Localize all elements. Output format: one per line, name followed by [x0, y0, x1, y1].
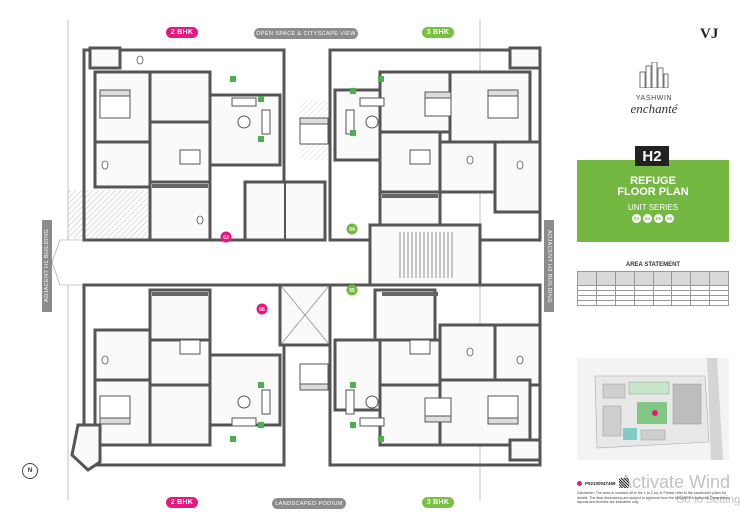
table-header — [595, 271, 616, 286]
unit-top-left-walls — [82, 46, 286, 242]
right-adjacent-label: ADJACENT H3 BUILDING — [544, 220, 554, 312]
unit-bottom-right-walls — [328, 283, 542, 467]
disclaimer-text: Disclaimer: The area is rounded off to t… — [577, 491, 730, 504]
kitchen-counters — [152, 184, 438, 296]
rera-row: P52100047469 — [577, 478, 629, 488]
qr-code-icon — [618, 478, 629, 488]
unit-marker-06 — [256, 303, 268, 315]
table-header — [709, 271, 729, 286]
location-pin-icon — [577, 480, 582, 486]
unit-marker-04 — [346, 223, 358, 235]
unit-chip: 04 — [643, 214, 652, 223]
unit-top-right-walls — [328, 46, 542, 242]
svg-text:03: 03 — [223, 235, 229, 241]
planters — [230, 76, 384, 442]
left-adjacent-label: ADJACENT H1 BUILDING — [42, 220, 52, 312]
building-badge: H2 — [635, 146, 669, 166]
area-statement-table — [577, 271, 729, 306]
top-view-label: OPEN SPACE & CITYSCAPE VIEW — [254, 28, 358, 39]
unit-chip: 06 — [665, 214, 674, 223]
os-activation-watermark: Activate Wind — [620, 472, 731, 492]
project-logo: YASHWIN enchanté — [622, 61, 686, 117]
bottom-view-label: LANDSCAPED PODIUM — [272, 498, 346, 509]
svg-text:05: 05 — [349, 288, 355, 294]
unit-chip: 03 — [632, 214, 641, 223]
core — [243, 180, 482, 347]
staircase — [399, 232, 453, 278]
table-header — [690, 271, 711, 286]
svg-text:04: 04 — [349, 227, 355, 233]
project-name-line1: YASHWIN — [635, 95, 673, 102]
table-header — [633, 271, 654, 286]
toilets — [101, 55, 524, 365]
svg-text:06: 06 — [259, 307, 265, 313]
unit-series-label: UNIT SERIES — [627, 203, 679, 212]
floor-plan: 03 04 05 06 2 BHK OPEN SPACE & CITYSCAPE… — [22, 20, 554, 509]
floor-plan-info-box: REFUGE FLOOR PLAN UNIT SERIES 03 04 05 0… — [577, 160, 729, 242]
table-header — [577, 271, 597, 286]
unit-marker-05 — [346, 284, 358, 296]
rera-number: P52100047469 — [585, 480, 616, 486]
north-compass-icon: N — [22, 463, 38, 479]
os-activation-watermark-sub: Go to Settings to a — [676, 494, 740, 506]
key-site-plan — [577, 358, 729, 460]
unit-bottom-left-walls — [70, 283, 286, 472]
developer-logo: VJ — [700, 26, 719, 42]
skyline-icon — [639, 61, 669, 89]
table-header — [614, 271, 635, 286]
table-header — [652, 271, 673, 286]
unit-type-top-right: 3 BHK — [422, 27, 454, 38]
project-name-line2: enchanté — [630, 101, 678, 116]
unit-chip: 05 — [654, 214, 663, 223]
void-hatch — [68, 190, 148, 238]
table-header — [671, 271, 692, 286]
plan-title-line2: FLOOR PLAN — [617, 186, 689, 198]
beds — [99, 89, 519, 425]
unit-type-top-left: 2 BHK — [166, 27, 198, 38]
table-row — [577, 300, 729, 306]
unit-series-chips: 03 04 05 06 — [577, 214, 729, 223]
site-plan-drawing — [577, 358, 729, 460]
living-furniture — [179, 97, 431, 427]
plan-title-line1: REFUGE — [630, 175, 676, 187]
unit-type-bottom-right: 3 BHK — [422, 497, 454, 508]
area-statement-title: AREA STATEMENT — [625, 262, 681, 268]
unit-type-bottom-left: 2 BHK — [166, 497, 198, 508]
floor-plan-drawing: 03 04 05 06 — [51, 20, 542, 500]
unit-marker-03 — [220, 231, 232, 243]
unit-markers: 03 04 05 06 — [220, 223, 358, 315]
